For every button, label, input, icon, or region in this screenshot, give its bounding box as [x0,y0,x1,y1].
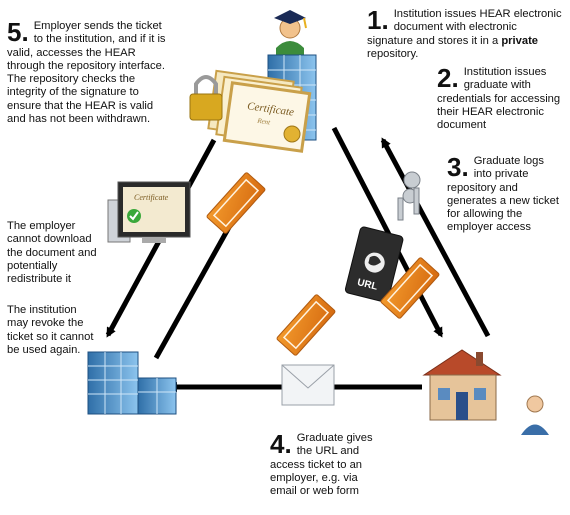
employer-monitor-icon: Certificate [107,181,191,243]
step-5: 5. Employer sends the ticket to the inst… [7,17,167,126]
arrow-graduate-to-institution [380,137,491,338]
certificate-stack-icon: Certificate Rent [207,69,312,153]
step-4-number: 4. [270,429,292,459]
certificate-subtitle: Rent [256,117,272,127]
step-3-text: Graduate logs into private repository an… [447,155,559,234]
step-1-bold: private [501,34,539,47]
graduate-person-icon [521,395,549,435]
step-3: 3. Graduate logs into private repository… [447,152,565,235]
note-revoke: The institution may revoke the ticket so… [7,304,94,356]
step-1-number: 1. [367,5,389,35]
step-2: 2. Institution issues graduate with cred… [437,63,565,132]
padlock-icon [189,75,223,121]
step-5-number: 5. [7,17,29,47]
step-5-text: Employer sends the ticket to the institu… [7,20,166,126]
step-2-text: Institution issues graduate with credent… [437,66,561,132]
step-1-text: Institution issues HEAR electronic docum… [367,8,562,47]
envelope-icon [281,364,335,406]
step-3-number: 3. [447,152,469,182]
monitor-certificate-title: Certificate [134,193,169,202]
ticket-icon-envelope [276,294,336,356]
ticket-icon-url [380,257,440,319]
step-1-text-end: repository. [367,47,419,60]
arrow-institution-to-graduate [331,126,444,338]
ticket-icon-upper [206,172,266,234]
keys-icon [397,171,421,221]
url-label: URL [356,277,379,293]
step-2-number: 2. [437,63,459,93]
step-4: 4. Graduate gives the URL and access tic… [270,429,374,498]
note-no-redistribute: The employer cannot download the documen… [7,220,97,286]
step-1: 1. Institution issues HEAR electronic do… [367,5,565,61]
step-4-text: Graduate gives the URL and access ticket… [270,432,373,498]
url-tag-icon: URL [344,226,404,303]
house-icon [422,349,502,421]
graduate-cap-icon [274,10,307,55]
employer-building-icon [87,351,177,415]
